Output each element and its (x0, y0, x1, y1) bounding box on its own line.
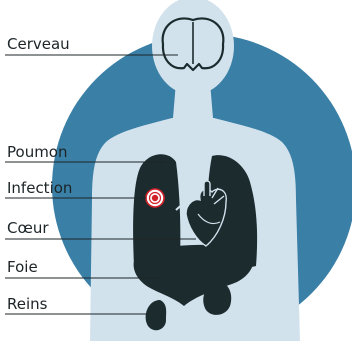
label-lung: Poumon (7, 143, 68, 161)
label-brain: Cerveau (7, 35, 70, 53)
label-kidneys: Reins (7, 295, 48, 313)
label-infection: Infection (7, 179, 72, 197)
infection-marker-icon (146, 189, 164, 207)
label-heart: Cœur (7, 219, 49, 237)
label-liver: Foie (7, 258, 38, 276)
